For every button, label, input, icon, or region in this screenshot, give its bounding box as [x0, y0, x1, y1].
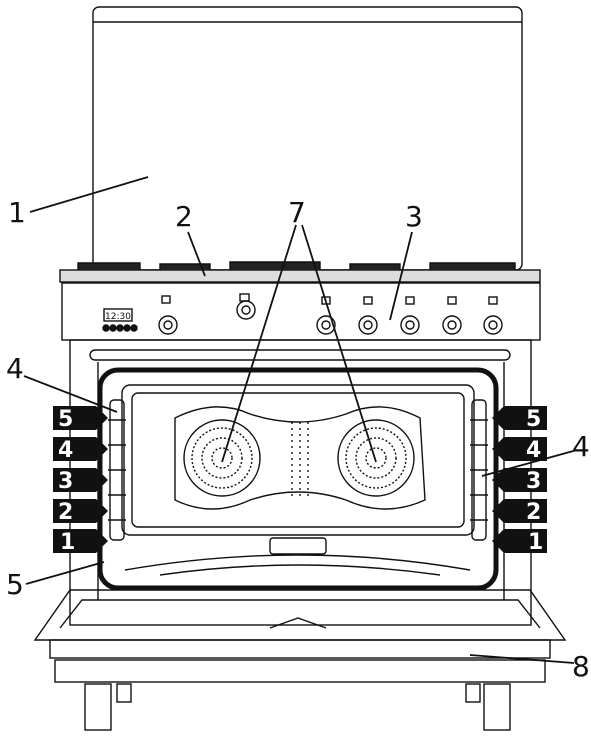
oven-cavity-back — [121, 384, 475, 536]
burner-knob-1 — [316, 296, 336, 335]
callout-8: 8 — [572, 650, 590, 683]
shelf-rail-right — [470, 399, 488, 541]
thermostat-knob — [236, 293, 256, 320]
oven-lamp — [269, 537, 327, 555]
cooker-lid — [92, 6, 523, 271]
shelf-label-left-2: 2 — [58, 500, 73, 525]
control-panel — [61, 282, 541, 341]
fan-left — [183, 419, 261, 497]
burner-knob-3 — [400, 296, 420, 335]
shelf-label-right-5: 5 — [526, 407, 541, 432]
callout-4-right: 4 — [572, 430, 590, 463]
shelf-rail-left — [108, 399, 126, 541]
clock-display — [103, 308, 133, 322]
callout-5: 5 — [6, 568, 24, 601]
burner-knob-2 — [358, 296, 378, 335]
center-vents — [291, 422, 309, 500]
oven-function-knob — [158, 295, 178, 335]
oven-door — [33, 589, 567, 683]
oven-floor — [124, 554, 471, 571]
shelf-label-left-5: 5 — [58, 407, 73, 432]
shelf-label-left-4: 4 — [58, 438, 73, 463]
callout-3: 3 — [405, 200, 423, 233]
shelf-label-right-1: 1 — [528, 530, 543, 555]
leader-lines — [23, 176, 578, 664]
hob-top — [59, 261, 541, 283]
clock-time: 12:30 — [105, 312, 131, 322]
shelf-label-left-1: 1 — [60, 530, 75, 555]
callout-4-left: 4 — [6, 352, 24, 385]
shelf-tags-left: 5 4 3 2 1 — [53, 406, 108, 555]
shelf-label-right-4: 4 — [526, 438, 541, 463]
clock-buttons — [102, 324, 138, 332]
fan-right — [337, 419, 415, 497]
oven-feet — [84, 683, 511, 731]
burner-knob-4 — [442, 296, 462, 335]
callout-1: 1 — [8, 196, 26, 229]
shelf-label-right-3: 3 — [526, 469, 541, 494]
shelf-label-left-3: 3 — [58, 469, 73, 494]
callout-2: 2 — [175, 200, 193, 233]
callout-7: 7 — [288, 196, 306, 229]
burner-knob-5 — [483, 296, 503, 335]
shelf-tags-right: 5 4 3 2 1 — [492, 406, 547, 555]
shelf-label-right-2: 2 — [526, 500, 541, 525]
fan-cover — [174, 406, 426, 510]
